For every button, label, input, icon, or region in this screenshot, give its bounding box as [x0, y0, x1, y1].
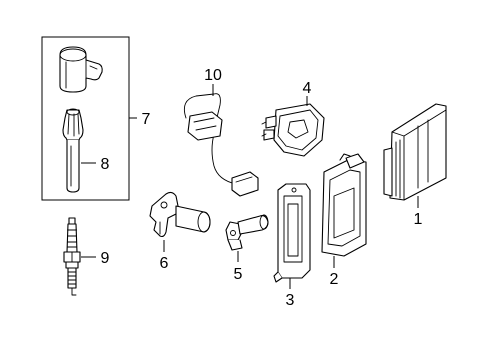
engine-control-module	[383, 103, 447, 201]
mounting-bracket	[273, 183, 311, 283]
coil-assembly-group-box	[41, 36, 137, 201]
callout-6: 6	[160, 255, 169, 272]
ignition-coil	[59, 46, 103, 93]
coil-boot	[62, 108, 84, 193]
callout-5: 5	[234, 266, 243, 283]
callout-4: 4	[303, 80, 312, 97]
callout-7: 7	[142, 111, 151, 128]
callout-1: 1	[414, 211, 423, 228]
crankshaft-position-sensor	[225, 214, 269, 251]
ignition-module	[261, 103, 325, 157]
callout-10: 10	[204, 67, 222, 84]
callout-8: 8	[101, 156, 110, 173]
callout-3: 3	[286, 292, 295, 309]
spark-plug	[63, 217, 81, 296]
module-bracket	[321, 153, 367, 257]
wiring-harness	[183, 93, 259, 197]
callout-2: 2	[330, 271, 339, 288]
camshaft-position-sensor	[149, 191, 211, 238]
callout-9: 9	[101, 250, 110, 267]
